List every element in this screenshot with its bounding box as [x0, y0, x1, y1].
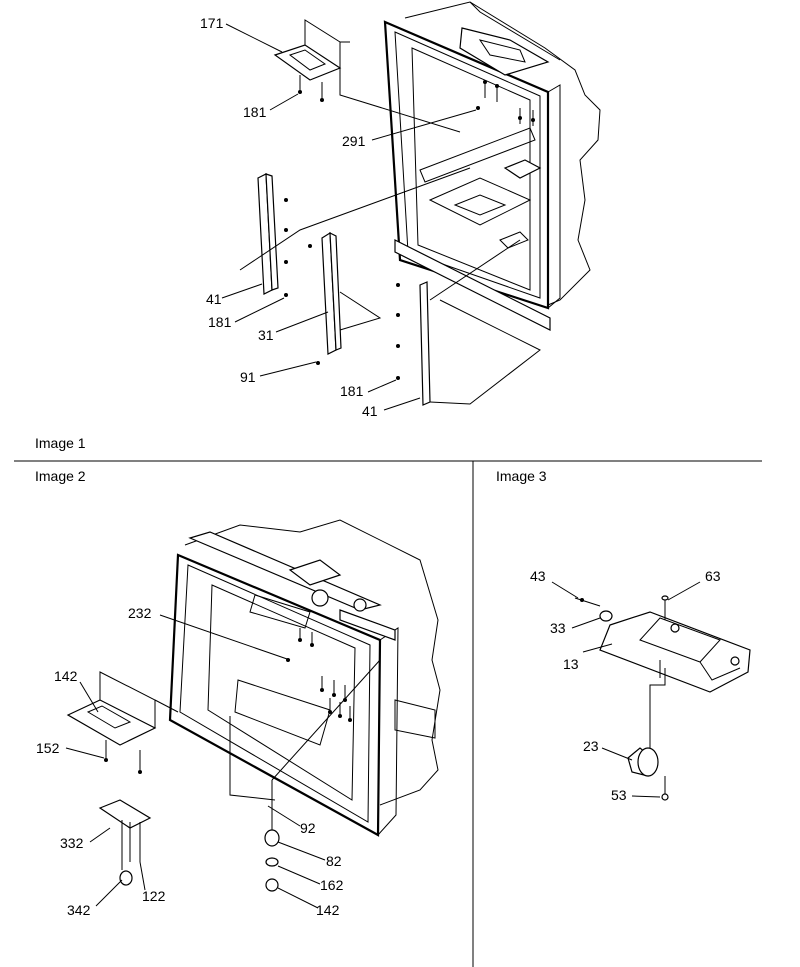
caption-image2: Image 2 — [35, 468, 86, 484]
label-41: 41 — [206, 291, 222, 307]
label-13: 13 — [563, 656, 579, 672]
label-152: 152 — [36, 740, 60, 756]
label-92: 92 — [300, 820, 316, 836]
screw-set-232 — [286, 628, 352, 722]
drain-stack — [229, 659, 381, 892]
label-91: 91 — [240, 369, 256, 385]
part-31-rail-center — [308, 231, 342, 365]
label-332: 332 — [60, 835, 84, 851]
image3-drawing — [551, 581, 751, 801]
part-332-plate — [98, 799, 152, 886]
label-181: 181 — [340, 383, 364, 399]
label-33: 33 — [550, 620, 566, 636]
label-43: 43 — [530, 568, 546, 584]
label-41: 41 — [362, 403, 378, 419]
label-342: 342 — [67, 902, 91, 918]
label-171: 171 — [200, 15, 224, 31]
image1-drawing — [221, 1, 601, 411]
label-63: 63 — [705, 568, 721, 584]
part-171-cover — [273, 19, 342, 102]
caption-image3: Image 3 — [496, 468, 547, 484]
label-142: 142 — [54, 668, 78, 684]
label-232: 232 — [128, 605, 152, 621]
caption-image1: Image 1 — [35, 435, 86, 451]
label-31: 31 — [258, 327, 274, 343]
label-53: 53 — [611, 787, 627, 803]
label-23: 23 — [583, 738, 599, 754]
part-13-cover — [599, 611, 751, 693]
label-162: 162 — [320, 877, 344, 893]
part-142-cover — [66, 671, 157, 774]
part-23-socket — [627, 747, 659, 777]
label-82: 82 — [326, 853, 342, 869]
label-291: 291 — [342, 133, 366, 149]
label-142: 142 — [316, 902, 340, 918]
part-41-rail-left — [257, 173, 288, 297]
label-181: 181 — [208, 314, 232, 330]
label-181: 181 — [243, 104, 267, 120]
label-122: 122 — [142, 888, 166, 904]
part-41-rail-right — [396, 281, 431, 406]
image2-drawing — [65, 519, 441, 909]
screw-set-291 — [476, 80, 535, 126]
